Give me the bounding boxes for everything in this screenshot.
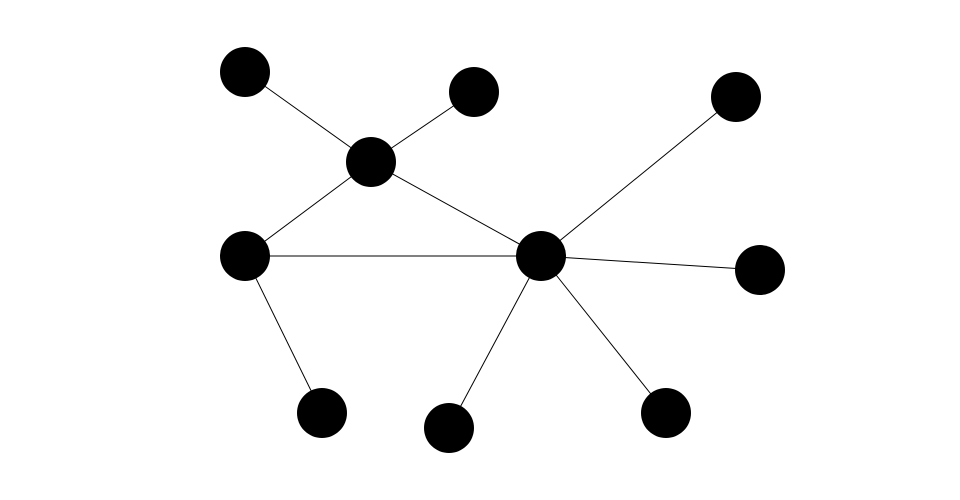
- edge-n4-n5: [540, 96, 737, 257]
- edges-layer: [244, 71, 761, 429]
- edge-n4-n9: [540, 255, 667, 414]
- node-n7: [297, 388, 347, 438]
- edge-n3-n7: [244, 255, 323, 414]
- node-n4: [516, 231, 566, 281]
- edge-n0-n2: [244, 71, 372, 163]
- node-n2: [346, 137, 396, 187]
- node-n3: [220, 231, 270, 281]
- node-n1: [449, 67, 499, 117]
- edge-n4-n6: [540, 255, 761, 271]
- edge-n2-n3: [244, 161, 372, 257]
- node-n6: [735, 245, 785, 295]
- node-n9: [641, 388, 691, 438]
- edge-n4-n8: [448, 255, 542, 429]
- node-n5: [711, 72, 761, 122]
- edge-n2-n4: [370, 161, 542, 257]
- nodes-layer: [220, 47, 785, 453]
- node-n8: [424, 403, 474, 453]
- node-n0: [220, 47, 270, 97]
